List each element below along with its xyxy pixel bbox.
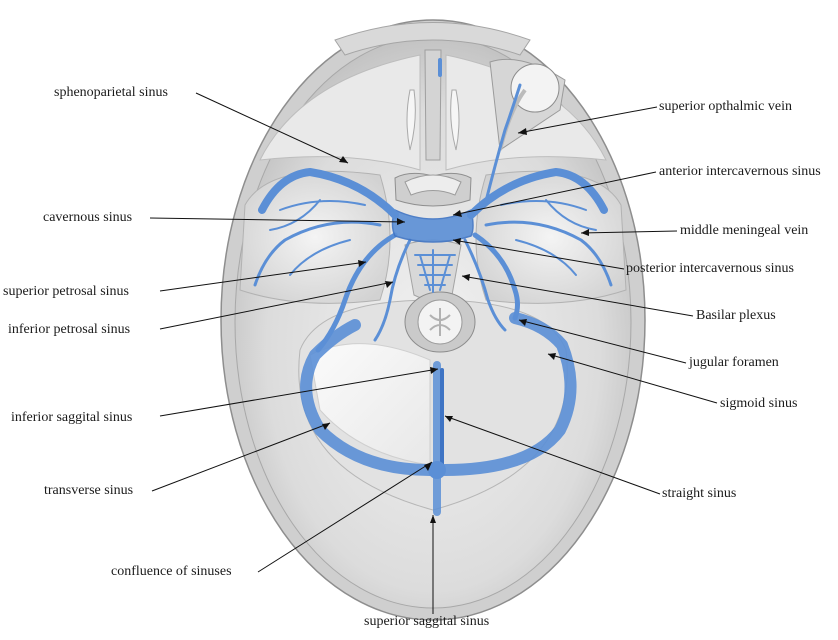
leader-inferior-petrosal (159, 281, 394, 330)
venous-sinuses (253, 58, 613, 516)
superior-petrosal-left-vessel (315, 232, 398, 353)
cribriform-plate-right (450, 89, 460, 151)
meningeal-right-3 (515, 239, 577, 276)
leader-middle-meningeal (580, 230, 678, 234)
leader-arrowheads (322, 128, 589, 523)
anterior-clinoid (404, 174, 462, 196)
arrowhead-jugular-foramen (519, 319, 527, 326)
superior-opthalmic-vessel (483, 83, 522, 207)
arrowhead-inferior-petrosal (385, 281, 393, 288)
label-middle-meningeal-vein: middle meningeal vein (680, 223, 809, 238)
leader-transverse (151, 422, 331, 492)
label-anterior-intercavernous-sinus: anterior intercavernous sinus (659, 164, 821, 179)
leader-inferior-saggital (159, 368, 439, 417)
leader-superior-petrosal (159, 261, 367, 292)
crista-galli (424, 49, 442, 161)
leader-confluence (257, 461, 433, 573)
label-transverse-sinus: transverse sinus (44, 483, 134, 498)
cribriform-plate-left (406, 89, 416, 151)
basilar-plexus-vessel (414, 249, 456, 293)
sphenoparietal-left-vessel (258, 168, 399, 219)
transverse-sinus-right-vessel (439, 312, 577, 476)
arrowhead-inferior-saggital (430, 367, 438, 374)
arrowhead-sphenoparietal (339, 156, 348, 163)
arrowhead-superior-opthalmic (518, 128, 527, 135)
frontal-sinus-region (334, 22, 531, 56)
leader-sigmoid (547, 353, 718, 404)
arrowhead-superior-petrosal (358, 260, 366, 267)
leader-posterior-intercavernous (452, 239, 625, 270)
label-cavernous-sinus: cavernous sinus (43, 210, 133, 225)
label-inferior-petrosal-sinus: inferior petrosal sinus (8, 322, 131, 337)
leader-superior-opthalmic (517, 106, 658, 134)
leader-cavernous (149, 217, 406, 223)
leader-basilar-plexus (461, 275, 694, 317)
confluence-vessel (428, 461, 446, 479)
arrowhead-transverse (322, 423, 330, 430)
label-inferior-saggital-sinus: inferior saggital sinus (11, 410, 133, 425)
arrowhead-superior-saggital (430, 515, 436, 523)
arrowhead-anterior-intercavernous (453, 210, 462, 217)
label-superior-petrosal-sinus: superior petrosal sinus (3, 284, 129, 299)
label-jugular-foramen: jugular foramen (689, 355, 779, 370)
transverse-sinus-left-vessel (300, 319, 436, 476)
inferior-petrosal-left-vessel (373, 238, 412, 342)
leader-anterior-intercavernous (452, 171, 657, 216)
arrowhead-basilar-plexus (462, 274, 470, 281)
leader-jugular-foramen (518, 319, 687, 364)
leader-straight (444, 415, 661, 495)
spinal-cord-grey-matter (429, 308, 451, 336)
meningeal-right-4 (545, 199, 597, 231)
meningeal-left-1 (253, 220, 382, 287)
arrowhead-sigmoid (548, 353, 556, 360)
inferior-petrosal-right-vessel (463, 238, 507, 332)
label-straight-sinus: straight sinus (662, 486, 737, 501)
label-superior-saggital-sinus: superior saggital sinus (364, 614, 490, 629)
leader-lines (149, 92, 718, 614)
label-basilar-plexus: Basilar plexus (696, 308, 776, 323)
leader-sphenoparietal (195, 92, 349, 164)
arrowhead-straight (445, 416, 453, 422)
meningeal-left-3 (289, 239, 351, 276)
arrowhead-middle-meningeal (581, 229, 589, 236)
meningeal-left-2 (279, 200, 366, 211)
arrowhead-cavernous (397, 218, 405, 225)
superior-petrosal-right-vessel (472, 232, 520, 321)
arrowhead-posterior-intercavernous (453, 238, 461, 245)
label-sigmoid-sinus: sigmoid sinus (720, 396, 798, 411)
cavernous-sinus-vessel (391, 209, 474, 243)
label-posterior-intercavernous-sinus: posterior intercavernous sinus (626, 261, 794, 276)
label-sphenoparietal-sinus: sphenoparietal sinus (54, 85, 168, 100)
label-confluence-of-sinuses: confluence of sinuses (111, 564, 232, 579)
sphenoparietal-right-vessel (467, 168, 608, 219)
arrowhead-confluence (424, 462, 432, 471)
label-superior-opthalmic-vein: superior opthalmic vein (659, 99, 792, 114)
eyeball (510, 63, 560, 113)
